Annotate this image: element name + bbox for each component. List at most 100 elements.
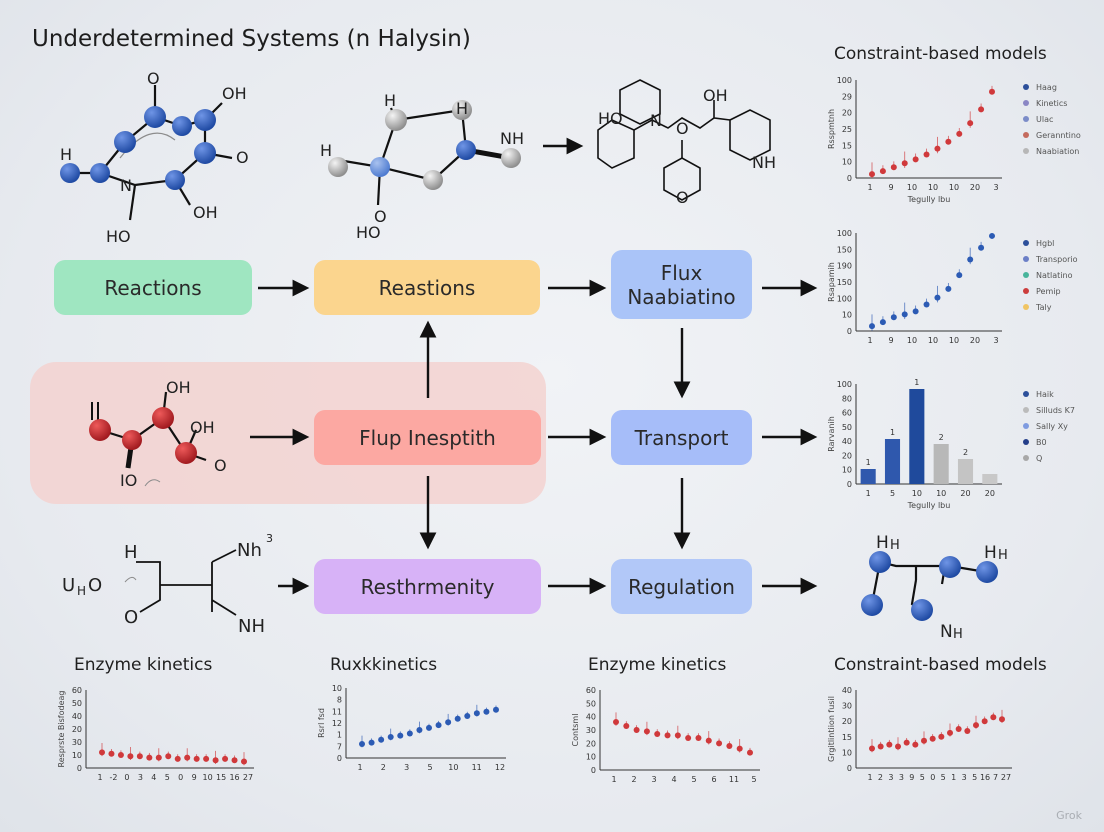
svg-text:H: H	[320, 141, 332, 160]
svg-text:O: O	[124, 607, 138, 628]
x-tick-label: 12	[495, 763, 505, 772]
y-tick-label: 50	[72, 699, 82, 708]
bar	[909, 389, 925, 484]
data-point	[184, 754, 191, 761]
y-tick-label: 40	[72, 712, 82, 721]
data-point	[886, 741, 893, 748]
x-tick-label: 20	[985, 489, 995, 498]
data-point	[973, 722, 979, 729]
y-tick-label: 30	[72, 738, 82, 747]
data-point	[397, 732, 404, 739]
svg-text:HO: HO	[106, 227, 131, 246]
data-point	[165, 753, 172, 760]
x-tick-label: 0	[124, 773, 129, 782]
legend-swatch	[1023, 116, 1029, 122]
data-point	[895, 743, 901, 750]
x-tick-label: 5	[427, 763, 432, 772]
data-point	[912, 741, 919, 748]
svg-text:O: O	[88, 575, 102, 596]
svg-text:H: H	[384, 91, 396, 110]
y-tick-label: 10	[842, 466, 852, 475]
data-point	[890, 314, 897, 321]
x-tick-label: 9	[888, 183, 893, 192]
y-tick-label: 10	[72, 751, 82, 760]
x-tick-label: 11	[472, 763, 482, 772]
x-tick-label: 3	[404, 763, 409, 772]
x-tick-label: 9	[192, 773, 197, 782]
y-tick-label: 60	[72, 686, 82, 695]
y-tick-label: 20	[842, 451, 852, 460]
svg-text:IO: IO	[120, 471, 137, 490]
legend-swatch	[1023, 100, 1029, 106]
data-point	[901, 160, 908, 167]
svg-text:H: H	[456, 99, 468, 118]
y-tick-label: 7	[337, 742, 342, 751]
svg-text:OH: OH	[166, 378, 191, 397]
y-tick-label: 60	[586, 686, 596, 695]
x-tick-label: 1	[867, 336, 872, 345]
svg-text:N: N	[940, 622, 953, 642]
svg-text:O: O	[236, 148, 249, 167]
data-point	[945, 138, 952, 145]
y-tick-label: 100	[837, 294, 852, 303]
box-resthrmenity: Resthrmenity	[314, 559, 541, 614]
svg-text:HO: HO	[598, 109, 623, 128]
legend-label: Pemip	[1036, 287, 1061, 296]
data-point	[674, 732, 681, 739]
data-point	[623, 723, 630, 729]
data-point	[879, 168, 886, 175]
bar	[957, 459, 974, 484]
y-tick-label: 40	[842, 686, 852, 695]
data-point	[990, 714, 997, 721]
svg-text:Nh: Nh	[237, 540, 262, 561]
legend-swatch	[1023, 84, 1029, 90]
legend-label: Kinetics	[1036, 99, 1067, 108]
x-tick-label: 5	[165, 773, 170, 782]
y-tick-label: 0	[847, 764, 852, 773]
data-point	[978, 244, 985, 251]
data-point	[359, 741, 365, 747]
data-point	[378, 736, 385, 743]
y-tick-label: 60	[842, 409, 852, 418]
legend-label: Silluds K7	[1036, 406, 1075, 415]
data-point	[633, 727, 640, 733]
x-tick-label: 27	[1001, 773, 1011, 782]
data-point	[934, 294, 941, 301]
data-point	[921, 737, 927, 744]
x-tick-label: 11	[729, 775, 739, 784]
svg-text:NH: NH	[238, 616, 265, 637]
header-right-label: Constraint-based models	[834, 44, 1047, 64]
svg-text:OH: OH	[703, 86, 728, 105]
y-tick-label: 30	[842, 702, 852, 711]
svg-text:H: H	[60, 145, 72, 164]
y-axis-label: Grgitlintiion fusil	[827, 696, 836, 762]
y-tick-label: 50	[842, 423, 852, 432]
data-point	[406, 730, 413, 737]
data-point	[127, 753, 134, 760]
data-point	[736, 745, 743, 752]
data-point	[613, 719, 619, 725]
svg-text:OH: OH	[222, 84, 247, 103]
data-point	[923, 301, 930, 308]
data-point	[493, 706, 499, 713]
data-point	[938, 733, 945, 740]
data-point	[212, 757, 219, 764]
x-tick-label: 10	[949, 336, 959, 345]
bottom-label-4: Constraint-based models	[834, 655, 1047, 675]
data-point	[387, 734, 394, 740]
y-tick-label: 40	[586, 713, 596, 722]
data-point	[664, 732, 671, 739]
data-point	[945, 285, 952, 292]
legend-label: Hgbl	[1036, 239, 1054, 248]
legend-label: Q	[1036, 454, 1042, 463]
legend-label: Taly	[1035, 303, 1052, 312]
bar-data-label: 1	[866, 458, 871, 467]
y-tick-label: 40	[842, 437, 852, 446]
data-point	[978, 106, 985, 113]
svg-text:H: H	[953, 627, 963, 642]
data-point	[99, 749, 105, 756]
x-tick-label: 3	[888, 773, 893, 782]
y-tick-label: 15	[842, 141, 852, 150]
